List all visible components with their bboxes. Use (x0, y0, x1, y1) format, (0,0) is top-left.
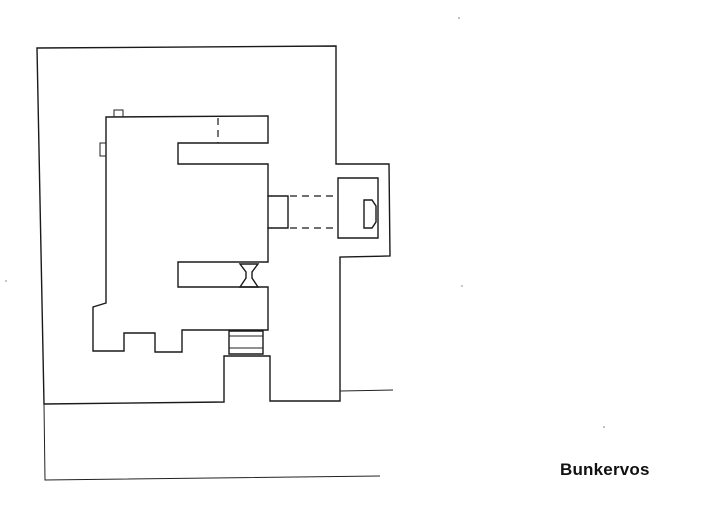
pillbox-firing-slot (363, 199, 377, 229)
south-entrance-block (228, 330, 264, 355)
pillbox-room (337, 177, 379, 239)
right-ground-line (339, 389, 394, 392)
scan-speck (461, 285, 463, 287)
scan-speck (603, 426, 605, 428)
top-notch (113, 109, 124, 117)
stair-feature (238, 263, 260, 288)
scan-speck (5, 280, 7, 282)
plan-caption: Bunkervos (560, 460, 650, 479)
scan-speck (458, 17, 460, 19)
outer-wall (36, 45, 391, 405)
base-platform-line (43, 403, 381, 481)
inner-chamber (92, 115, 269, 353)
side-notch (99, 142, 106, 157)
south-entrance-stripes (229, 335, 263, 349)
corridor-stub (267, 195, 289, 229)
